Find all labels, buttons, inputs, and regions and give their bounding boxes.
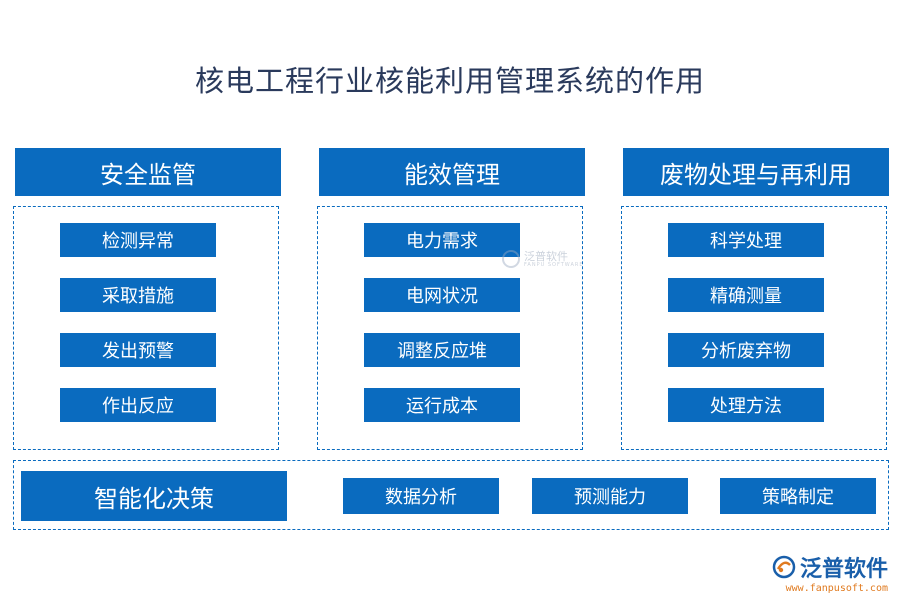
column-box-safety: 检测异常 采取措施 发出预警 作出反应 — [13, 206, 279, 450]
item-box: 处理方法 — [668, 388, 824, 422]
column-box-efficiency: 电力需求 电网状况 调整反应堆 运行成本 — [317, 206, 583, 450]
brand-url: www.fanpusoft.com — [785, 583, 888, 594]
item-box: 调整反应堆 — [364, 333, 520, 367]
item-box: 作出反应 — [60, 388, 216, 422]
item-box: 科学处理 — [668, 223, 824, 257]
item-box: 策略制定 — [720, 478, 876, 514]
brand-logo-icon — [772, 555, 796, 579]
watermark-text: 泛普软件 — [524, 249, 568, 263]
column-header-efficiency: 能效管理 — [319, 148, 585, 196]
item-box: 预测能力 — [532, 478, 688, 514]
watermark-logo-icon — [502, 250, 520, 268]
diagram-title: 核电工程行业核能利用管理系统的作用 — [194, 64, 705, 98]
item-box: 发出预警 — [60, 333, 216, 367]
item-box: 电网状况 — [364, 278, 520, 312]
watermark: 泛普软件 FANPU SOFTWARE — [502, 250, 584, 268]
item-box: 数据分析 — [343, 478, 499, 514]
bottom-header-decision: 智能化决策 — [21, 471, 287, 521]
column-box-waste: 科学处理 精确测量 分析废弃物 处理方法 — [621, 206, 887, 450]
item-box: 采取措施 — [60, 278, 216, 312]
column-header-waste: 废物处理与再利用 — [623, 148, 889, 196]
brand-name: 泛普软件 — [799, 557, 888, 582]
brand-logo: 泛普软件 www.fanpusoft.com — [772, 551, 888, 594]
item-box: 精确测量 — [668, 278, 824, 312]
item-box: 分析废弃物 — [668, 333, 824, 367]
item-box: 电力需求 — [364, 223, 520, 257]
column-header-safety: 安全监管 — [15, 148, 281, 196]
watermark-subtext: FANPU SOFTWARE — [524, 261, 584, 268]
item-box: 运行成本 — [364, 388, 520, 422]
bottom-box-decision: 智能化决策 数据分析 预测能力 策略制定 — [13, 460, 889, 530]
item-box: 检测异常 — [60, 223, 216, 257]
